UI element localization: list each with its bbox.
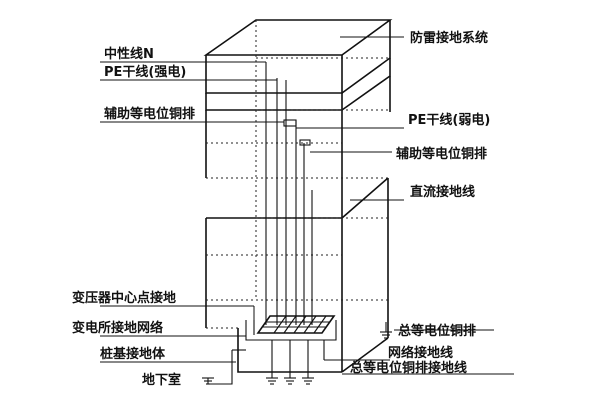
label-pe-trunk-weak: PE干线(弱电) [408, 112, 490, 128]
label-network-ground: 网络接地线 [388, 345, 453, 361]
main-busbar-grid [245, 315, 337, 341]
hidden-edges [206, 20, 390, 329]
label-neutral-line: 中性线N [104, 46, 154, 62]
conductors [265, 62, 313, 325]
ground-icon [202, 377, 214, 385]
ground-icon [302, 377, 314, 385]
label-basement: 地下室 [142, 372, 181, 388]
mid-slab-side [341, 177, 389, 219]
roof-slab-front [205, 55, 343, 94]
ground-icon [284, 377, 296, 385]
label-aux-busbar-left: 辅助等电位铜排 [104, 106, 195, 122]
label-pile-ground: 桩基接地体 [100, 346, 166, 362]
ground-icon [380, 331, 392, 339]
label-substation-grid: 变电所接地网络 [72, 320, 163, 336]
leader-lines [100, 36, 514, 375]
label-aux-busbar-right: 辅助等电位铜排 [396, 146, 487, 162]
floor-band-side [341, 58, 391, 111]
label-pe-trunk-strong: PE干线(强电) [104, 64, 186, 80]
ground-symbols [202, 331, 392, 385]
basement-front [237, 328, 342, 373]
aux-busbar-lower [299, 139, 311, 146]
basement-side [341, 337, 389, 373]
building-frame [203, 19, 393, 373]
basement-ground-wire [207, 350, 233, 385]
aux-busbar-upper [283, 119, 297, 127]
floor-band-front [205, 93, 343, 111]
label-transformer-neutral: 变压器中心点接地 [72, 290, 176, 306]
label-main-busbar: 总等电位铜排 [398, 323, 476, 339]
label-dc-ground: 直流接地线 [410, 184, 475, 200]
ground-icon [266, 377, 278, 385]
label-lightning-system: 防雷接地系统 [410, 30, 488, 46]
label-main-busbar-ground: 总等电位铜排接地线 [350, 360, 467, 376]
